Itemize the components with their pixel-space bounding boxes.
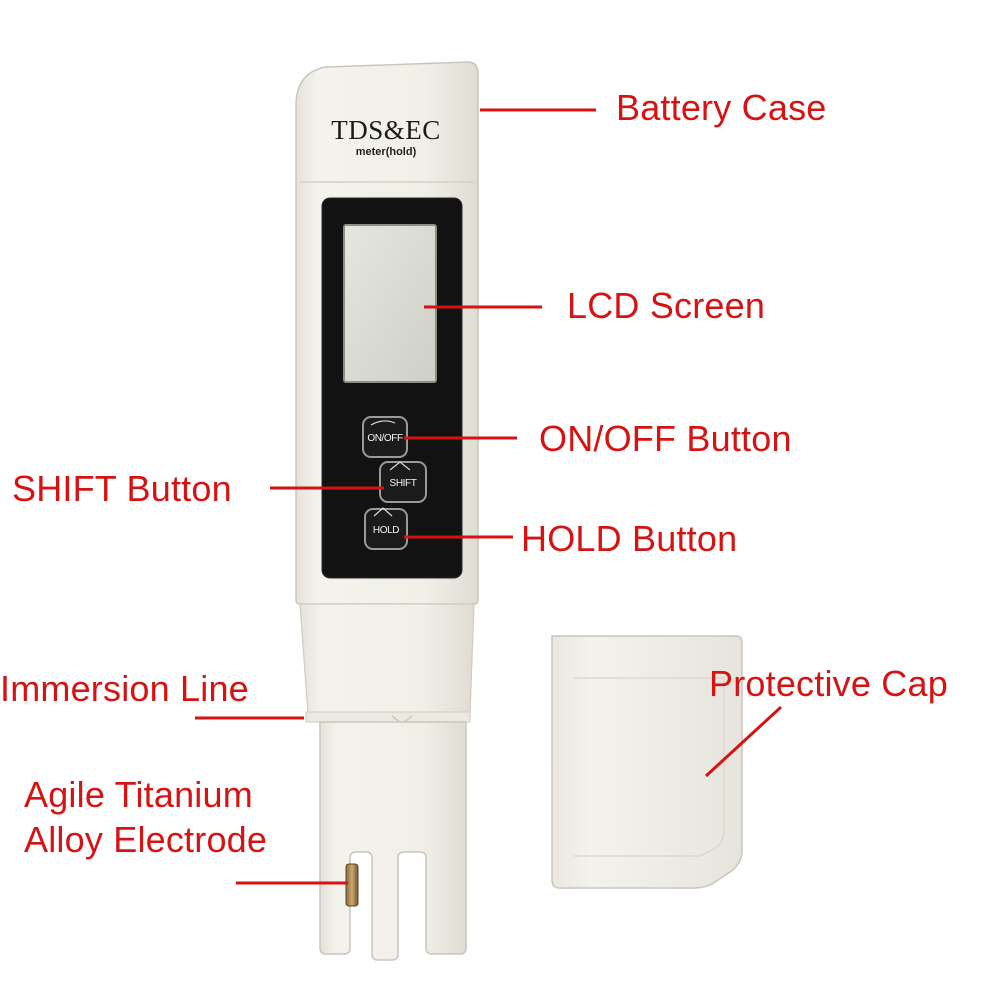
titanium-electrode-pin bbox=[345, 863, 359, 907]
hold-label: HOLD bbox=[373, 525, 399, 536]
hold-button[interactable]: HOLD bbox=[364, 507, 408, 550]
callout-protective-cap: Protective Cap bbox=[704, 663, 948, 778]
callout-lcd-screen: LCD Screen bbox=[424, 285, 765, 326]
protective-cap bbox=[551, 635, 743, 889]
brand-text: TDS&EC bbox=[331, 115, 441, 145]
electrode-section bbox=[319, 721, 467, 961]
callout-protective-cap-label: Protective Cap bbox=[709, 663, 948, 704]
callout-hold-button: HOLD Button bbox=[404, 518, 737, 559]
on-off-label: ON/OFF bbox=[367, 433, 403, 444]
callout-electrode: Agile Titanium Alloy Electrode bbox=[24, 774, 348, 885]
on-off-button[interactable]: ON/OFF bbox=[362, 416, 408, 458]
meter-shaft bbox=[299, 603, 475, 715]
callout-electrode-label-line2: Alloy Electrode bbox=[24, 819, 267, 860]
lcd-screen bbox=[343, 224, 437, 383]
callout-battery-case: Battery Case bbox=[480, 87, 827, 128]
callout-immersion-line: Immersion Line bbox=[0, 668, 304, 720]
shift-label: SHIFT bbox=[390, 478, 417, 489]
callout-on-off-button: ON/OFF Button bbox=[404, 418, 792, 459]
callout-lcd-screen-label: LCD Screen bbox=[567, 285, 765, 326]
callout-immersion-line-label: Immersion Line bbox=[0, 668, 249, 709]
callout-electrode-label-line1: Agile Titanium bbox=[24, 774, 253, 815]
shift-button[interactable]: SHIFT bbox=[379, 461, 427, 503]
callout-shift-button: SHIFT Button bbox=[12, 468, 384, 509]
callout-battery-case-label: Battery Case bbox=[616, 87, 827, 128]
tds-meter: TDS&EC meter(hold) ON/OFF SHIFT HOLD bbox=[295, 61, 479, 961]
callout-on-off-button-label: ON/OFF Button bbox=[539, 418, 792, 459]
immersion-ridge bbox=[305, 711, 471, 723]
callout-shift-button-label: SHIFT Button bbox=[12, 468, 232, 509]
callout-hold-button-label: HOLD Button bbox=[521, 518, 737, 559]
model-text: meter(hold) bbox=[356, 146, 417, 158]
protective-cap-inset bbox=[574, 677, 725, 857]
